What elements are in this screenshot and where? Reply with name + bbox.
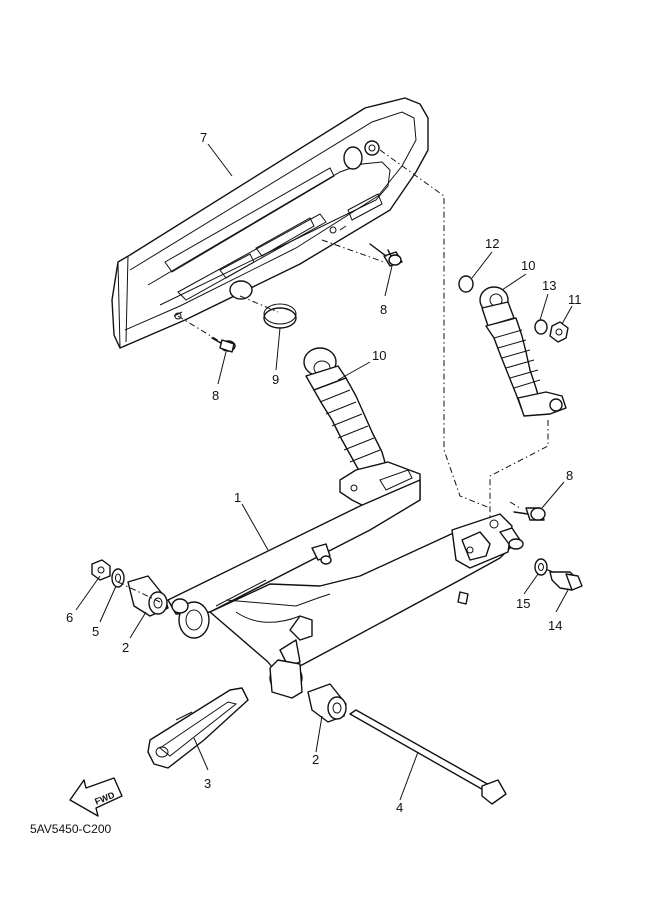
- callout-7: 7: [200, 130, 207, 145]
- callout-10-lower: 10: [372, 348, 386, 363]
- callout-15: 15: [516, 596, 530, 611]
- callout-4: 4: [396, 800, 403, 815]
- bolt-14: [547, 569, 583, 591]
- callout-2-right: 2: [312, 752, 319, 767]
- callout-3: 3: [204, 776, 211, 791]
- diagram-code: 5AV5450-C200: [30, 822, 111, 836]
- callout-1: 1: [234, 490, 241, 505]
- leader-lines: [75, 143, 573, 801]
- callout-10-upper: 10: [521, 258, 535, 273]
- bolt-8-swingarm: [513, 507, 546, 521]
- callout-8-lower: 8: [212, 388, 219, 403]
- washer-15: [534, 558, 548, 576]
- swing-arm: [167, 479, 524, 699]
- callout-9: 9: [272, 372, 279, 387]
- callout-5: 5: [92, 624, 99, 639]
- callout-2-left: 2: [122, 640, 129, 655]
- collar-2-right: [307, 683, 347, 723]
- chain-guide: [147, 687, 249, 769]
- callout-6: 6: [66, 610, 73, 625]
- callout-11: 11: [568, 292, 582, 307]
- nut-6: [91, 559, 111, 581]
- callouts: 7 8 8 8 9 10 10 12 13 11 1 6 5 2 2 3 4 1…: [66, 130, 582, 815]
- collar-2-left: [127, 575, 169, 617]
- callout-8-swingarm: 8: [566, 468, 573, 483]
- assembly-lines: [117, 149, 549, 603]
- shock-absorber-right: [458, 275, 569, 417]
- bolt-8-lower: [211, 337, 236, 353]
- fwd-arrow-icon: FWD: [69, 777, 123, 817]
- bolt-8-upper: [369, 243, 403, 267]
- callout-8-upper: 8: [380, 302, 387, 317]
- pivot-shaft: [349, 709, 507, 805]
- chain-case: [111, 97, 429, 349]
- callout-14: 14: [548, 618, 562, 633]
- callout-12: 12: [485, 236, 499, 251]
- fitting-stud: [311, 543, 332, 565]
- callout-13: 13: [542, 278, 556, 293]
